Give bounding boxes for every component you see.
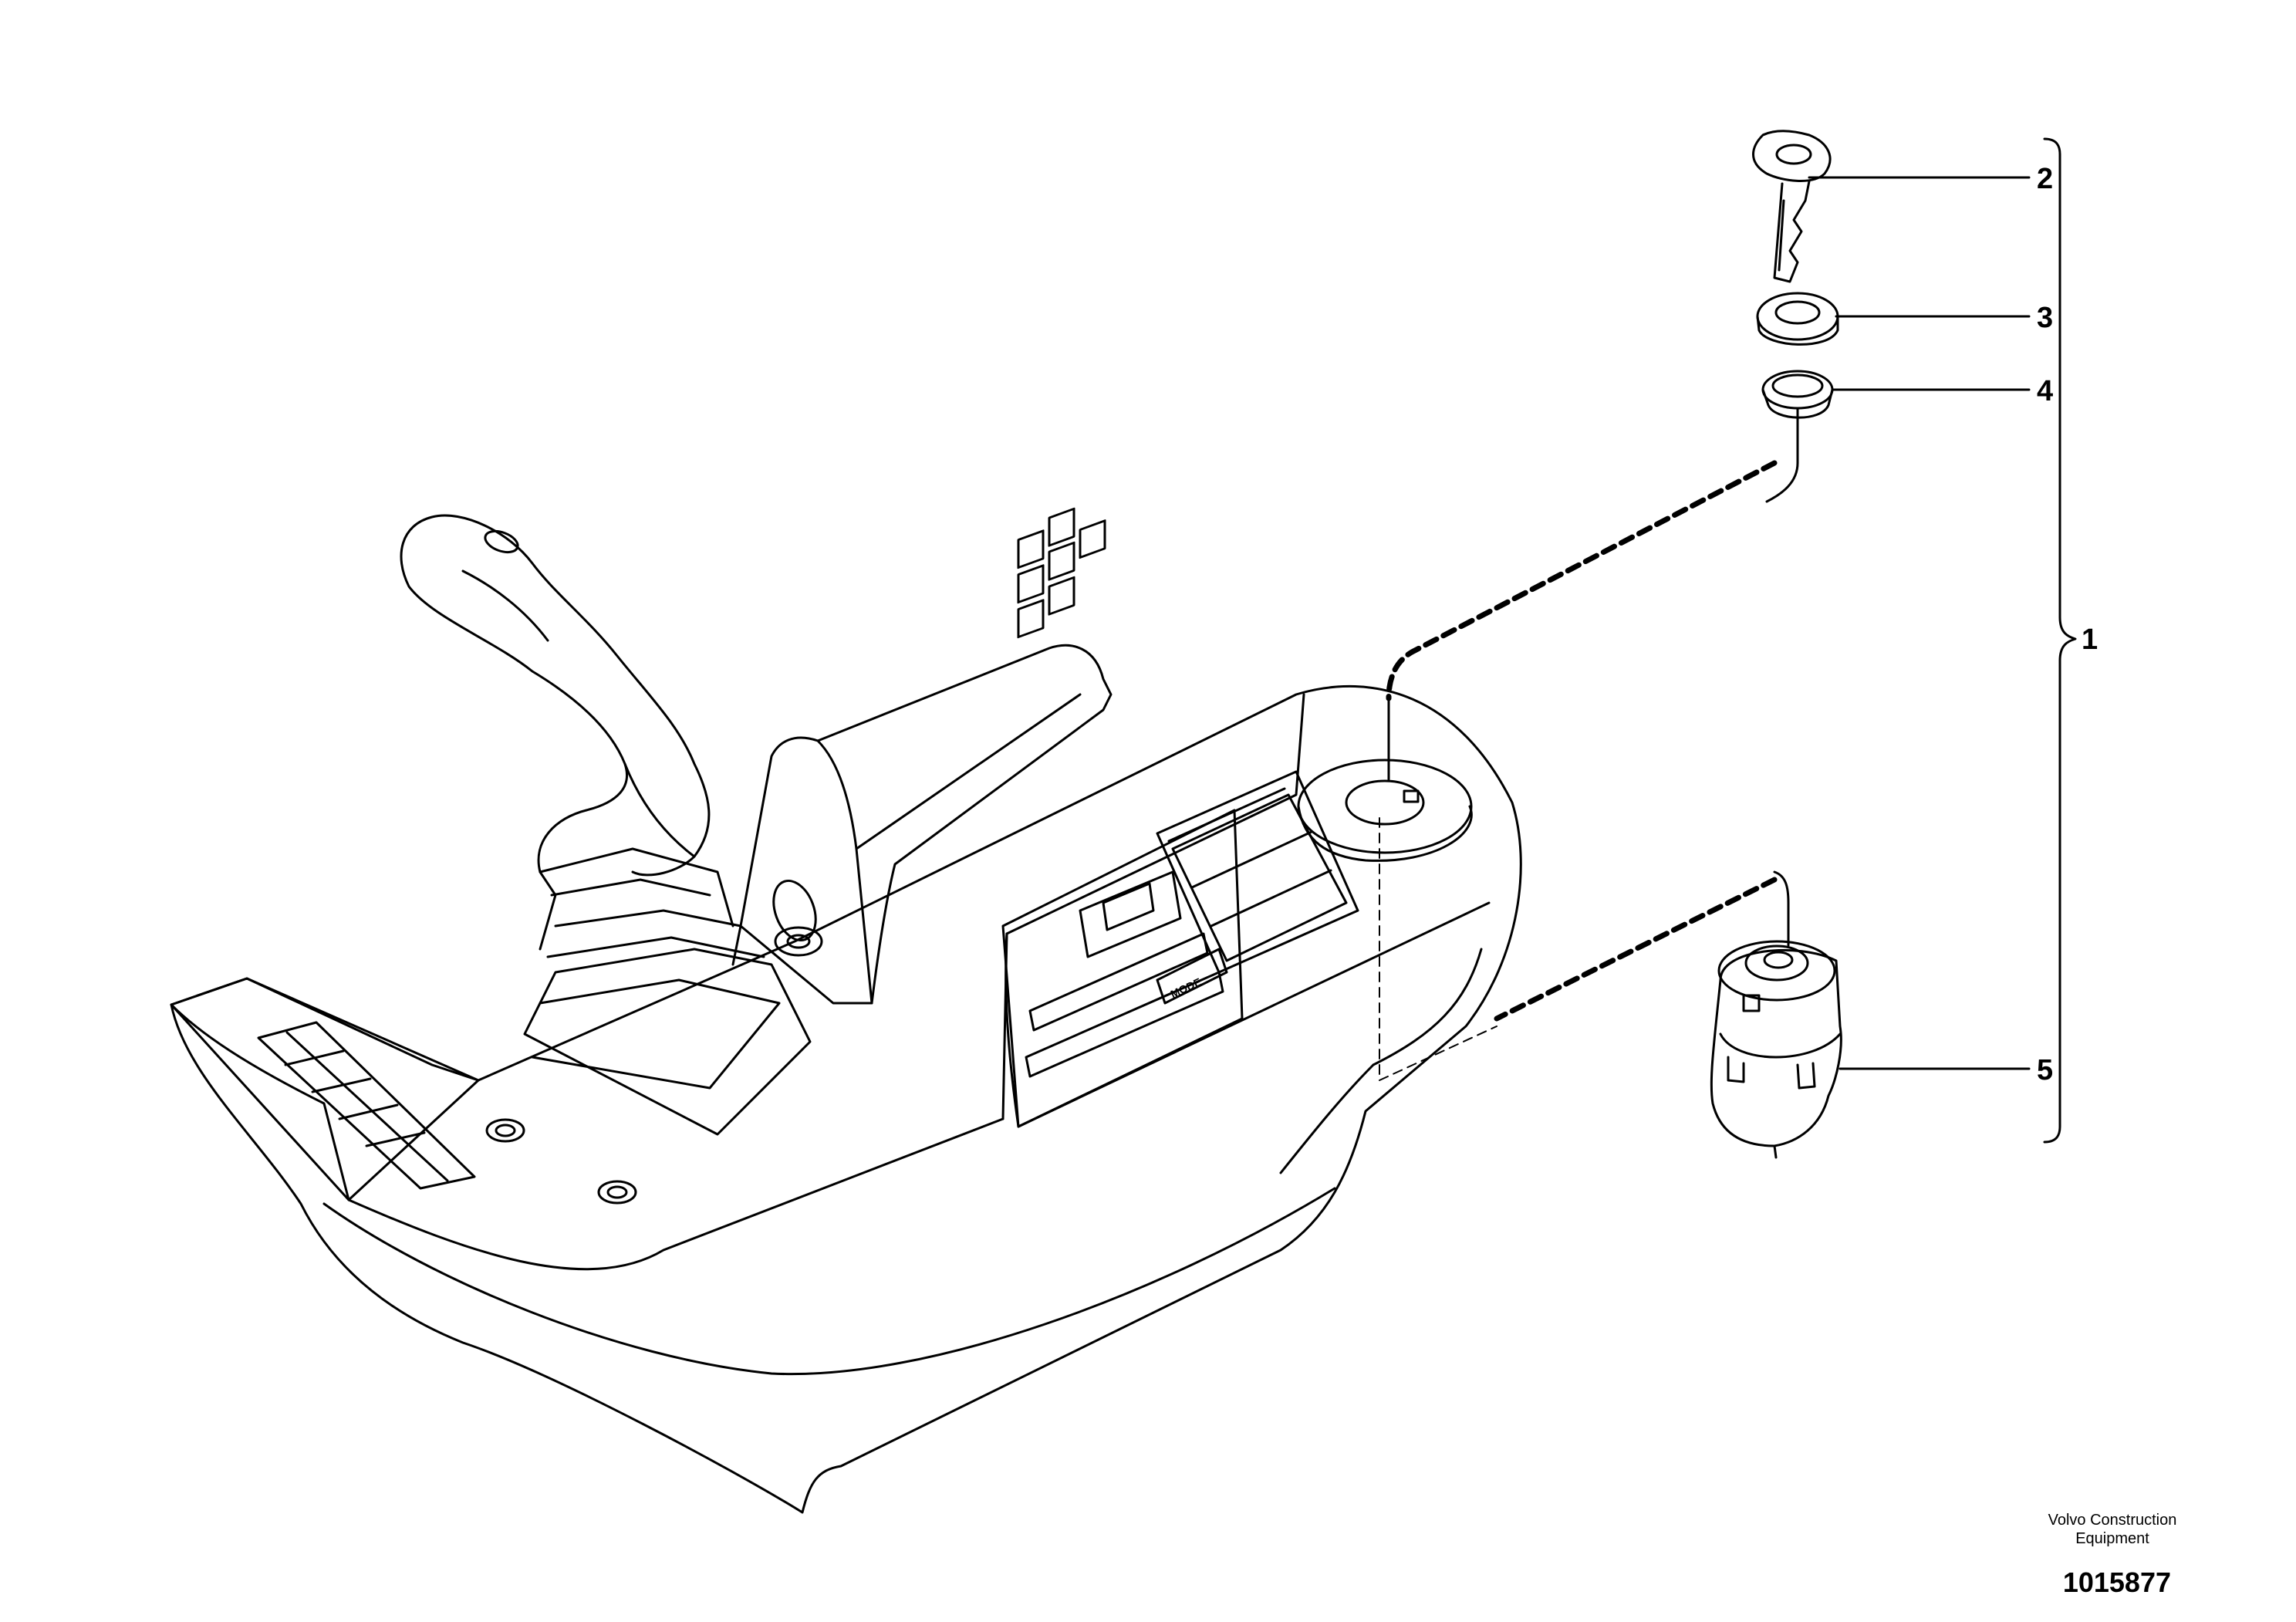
brand-line-1: Volvo Construction (2048, 1512, 2177, 1529)
assembly-bracket (2043, 137, 2077, 1144)
document-number: 1015877 (2062, 1566, 2171, 1598)
callout-2: 2 (2037, 163, 2053, 195)
callout-4: 4 (2037, 375, 2053, 407)
callout-3: 3 (2037, 302, 2053, 334)
assembly-path (1386, 460, 1778, 1022)
brand-label: Volvo Construction Equipment (2020, 1511, 2205, 1548)
callout-1: 1 (2082, 623, 2098, 656)
leader-lines (1808, 176, 2031, 1070)
ignition-switch (1710, 940, 1842, 1159)
axis-line (1379, 817, 1497, 1081)
assembly-path-solid (1387, 407, 1799, 947)
callout-5: 5 (2037, 1054, 2053, 1086)
brand-line-2: Equipment (2075, 1530, 2149, 1547)
key (1752, 130, 1832, 283)
dust-cap (1756, 292, 1839, 346)
mode-button-label: MODE (1169, 975, 1204, 1000)
control-console: MODE (170, 507, 1522, 1514)
